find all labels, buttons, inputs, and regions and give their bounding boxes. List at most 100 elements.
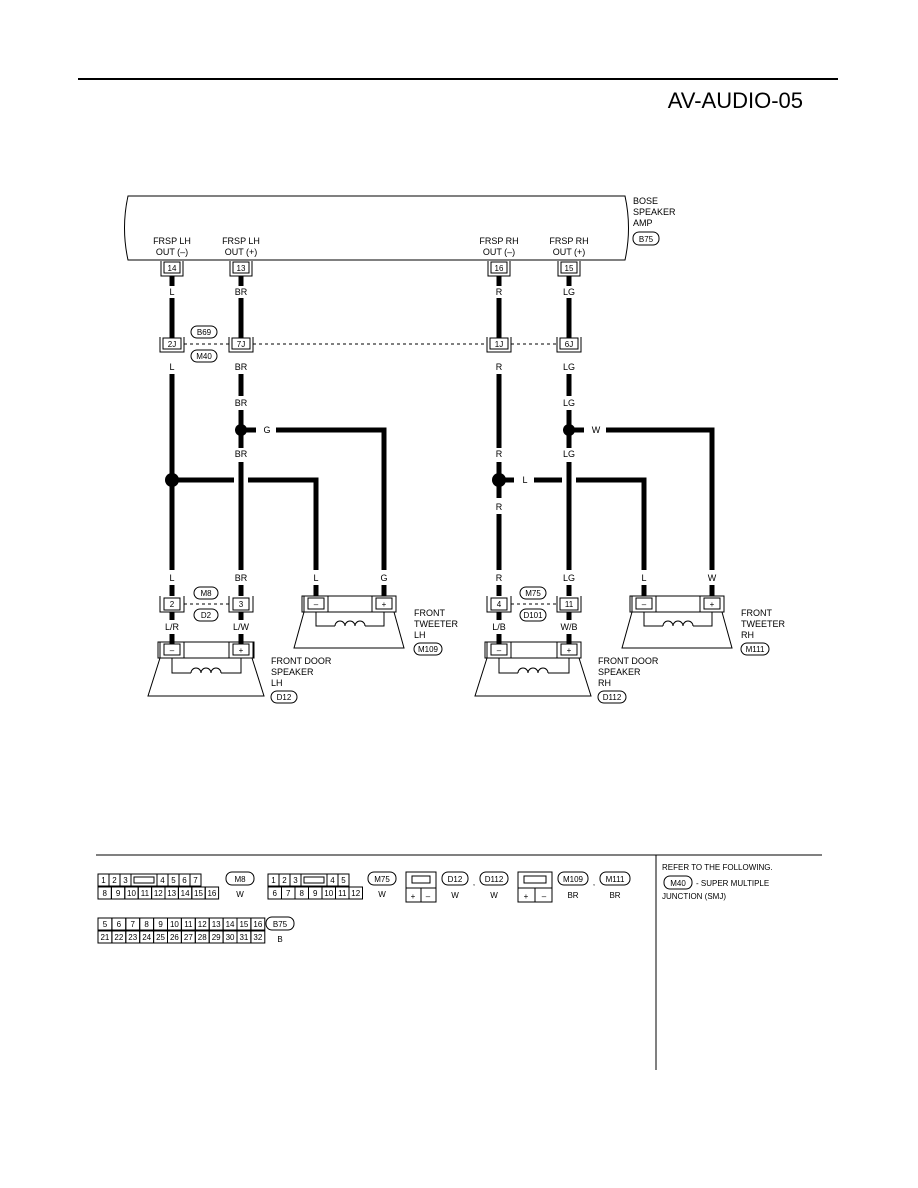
door-rh-minus: –	[497, 646, 502, 655]
wires-middle: L BR R LG BR LG G W BR R LG L R	[165, 362, 717, 596]
badge-m75: M75	[525, 589, 541, 598]
connector-key	[303, 876, 325, 884]
connector-pin-number: 13	[167, 889, 176, 898]
badge-d101: D101	[523, 611, 543, 620]
legend-m109-name: M109	[563, 875, 584, 884]
legend-m109-plus: +	[524, 892, 529, 901]
connector-pin-number: 10	[324, 889, 333, 898]
connector-pin-number: 9	[313, 889, 318, 898]
pin-15-label-l1: FRSP RH	[549, 236, 588, 246]
connector-key	[133, 876, 155, 884]
front-door-speaker-rh: – + FRONT DOOR SPEAKER RH D112	[474, 641, 659, 704]
pin-13-label-l1: FRSP LH	[222, 236, 260, 246]
badge-m109: M109	[418, 645, 439, 654]
door-rh-plus: +	[567, 646, 572, 655]
badge-m8: M8	[200, 589, 212, 598]
door-lh-l1: FRONT DOOR	[271, 656, 332, 666]
connector-pin-number: 24	[142, 933, 151, 942]
front-door-speaker-lh: – + FRONT DOOR SPEAKER LH D12	[147, 641, 332, 704]
note-line2: - SUPER MULTIPLE	[696, 879, 769, 888]
connector-pin-number: 12	[198, 920, 207, 929]
wire-label-g-tw: G	[380, 573, 387, 583]
legend-d12-color: W	[451, 891, 459, 900]
legend-d12-minus: –	[426, 892, 431, 901]
connector-pin-number: 2	[112, 876, 117, 885]
legend-d12-sep: ,	[473, 878, 475, 887]
wire-label-r-top: R	[496, 287, 503, 297]
connector-pin-number: 6	[273, 889, 278, 898]
connector-pin-number: 6	[182, 876, 187, 885]
connector-cavity	[250, 917, 266, 931]
wire-label-l-rh: L	[522, 475, 527, 485]
front-tweeter-lh: – + FRONT TWEETER LH M109	[293, 595, 458, 656]
amp-pins: FRSP LH OUT (–) FRSP LH OUT (+) FRSP RH …	[153, 236, 589, 277]
legend-d12-name: D12	[448, 875, 463, 884]
smj-pin-2j: 2J	[168, 340, 176, 349]
connector-pin-number: 12	[154, 889, 163, 898]
legend-m109-minus: –	[542, 892, 547, 901]
pin-16-label-l2: OUT (–)	[483, 247, 515, 257]
connector-pin-number: 15	[239, 920, 248, 929]
wire-label-r-c: R	[496, 502, 503, 512]
door-rh-l2: SPEAKER	[598, 667, 641, 677]
tw-lh-minus: –	[314, 600, 319, 609]
pin-14-label-l2: OUT (–)	[156, 247, 188, 257]
connector-pin-number: 6	[117, 920, 122, 929]
connector-pin-number: 23	[128, 933, 137, 942]
connector-cavity	[250, 930, 266, 944]
legend-m109-sep: ,	[593, 878, 595, 887]
connector-pin-number: 25	[156, 933, 165, 942]
door-lh-l3: LH	[271, 678, 283, 688]
rh-pin-11: 11	[565, 600, 574, 609]
connector-cavity	[189, 873, 202, 887]
connector-pin-number: 11	[141, 889, 150, 898]
bose-speaker-amp: BOSE SPEAKER AMP B75	[124, 195, 676, 261]
connector-pin-number: 4	[160, 876, 165, 885]
connector-pin-number: 11	[338, 889, 347, 898]
legend-d12-plus: +	[411, 892, 416, 901]
connector-pin-number: 31	[239, 933, 248, 942]
amp-name-l1: BOSE	[633, 196, 658, 206]
tw-rh-plus: +	[710, 600, 715, 609]
connector-pin-number: 8	[300, 889, 305, 898]
badge-d2: D2	[201, 611, 212, 620]
connector-cavity	[337, 873, 350, 887]
legend-m8-name: M8	[234, 875, 246, 884]
page-title: AV-AUDIO-05	[667, 88, 803, 113]
badge-d112: D112	[603, 693, 622, 702]
connector-pin-number: 27	[184, 933, 193, 942]
wire-label-lg-mid: LG	[563, 362, 575, 372]
connector-pin-number: 9	[116, 889, 121, 898]
amp-name-l2: SPEAKER	[633, 207, 676, 217]
connector-m8-d2: 2 3 M8 D2 L/R L/W	[159, 586, 254, 644]
note-line1: REFER TO THE FOLLOWING.	[662, 863, 773, 872]
connector-cavity	[130, 873, 158, 887]
tw-lh-plus: +	[382, 600, 387, 609]
door-lh-plus: +	[239, 646, 244, 655]
wire-label-r-mid: R	[496, 362, 503, 372]
connector-pin-number: 22	[114, 933, 123, 942]
tw-rh-l2: TWEETER	[741, 619, 785, 629]
legend-m111-color: BR	[609, 891, 620, 900]
wires-top: L BR R LG	[169, 276, 575, 338]
tw-rh-l1: FRONT	[741, 608, 772, 618]
connector-m75-d101: 4 11 M75 D101 L/B W/B	[486, 586, 582, 644]
wire-label-lg-top: LG	[563, 287, 575, 297]
legend-d12: + – D12 , D112 W W	[405, 871, 509, 903]
connector-pin-number: 3	[293, 876, 298, 885]
tw-lh-l1: FRONT	[414, 608, 445, 618]
lh-pin-2: 2	[170, 600, 175, 609]
wire-label-l-mid: L	[169, 362, 174, 372]
wire-label-l-bot: L	[169, 573, 174, 583]
wire-label-lg-b: LG	[563, 449, 575, 459]
connector-pin-number: 26	[170, 933, 179, 942]
connector-pin-number: 30	[226, 933, 235, 942]
door-rh-l1: FRONT DOOR	[598, 656, 659, 666]
legend-b75-color: B	[277, 935, 282, 944]
note-line3: JUNCTION (SMJ)	[662, 892, 726, 901]
legend-d112-name: D112	[485, 875, 504, 884]
front-tweeter-rh: – + FRONT TWEETER RH M111	[621, 595, 785, 656]
